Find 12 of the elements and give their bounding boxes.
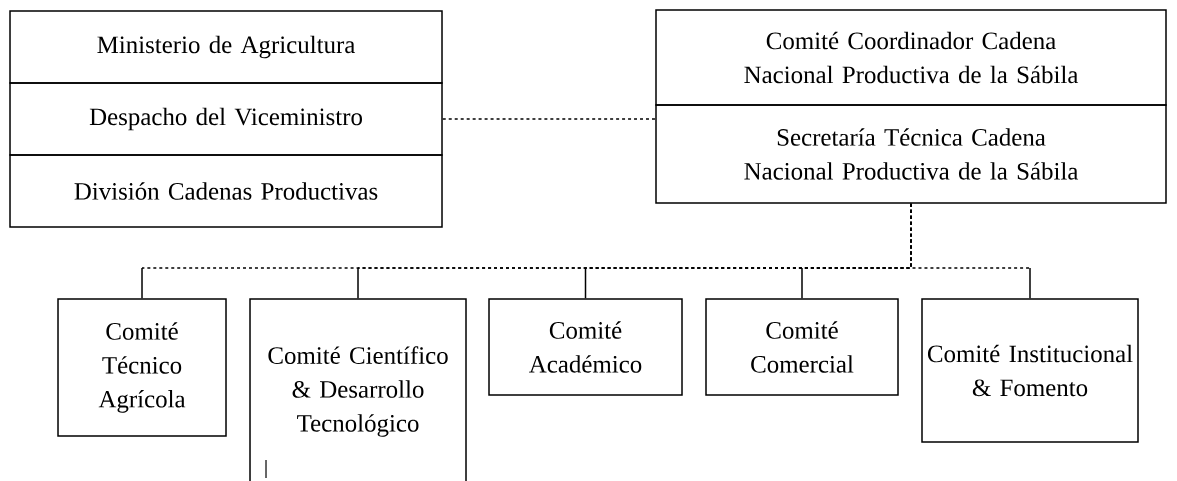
committee-box: Comité Técnico Agrícola bbox=[57, 298, 227, 437]
org-box: Comité Coordinador Cadena Nacional Productiva de la Sábila bbox=[655, 9, 1167, 106]
committee-box: Comité Comercial bbox=[705, 298, 899, 396]
connector-line bbox=[910, 203, 1031, 299]
org-box: Ministerio de Agricultura bbox=[9, 10, 443, 84]
committee-box: Comité Científico & Desarrollo Tecnológico bbox=[249, 298, 467, 481]
org-box: Despacho del Viceministro bbox=[9, 82, 443, 156]
connector-line bbox=[442, 118, 656, 120]
org-box: Secretaría Técnica Cadena Nacional Productiva de la Sábila bbox=[655, 104, 1167, 204]
committee-box: Comité Académico bbox=[488, 298, 683, 396]
committee-box: Comité Institucional & Fomento bbox=[921, 298, 1139, 443]
org-box: División Cadenas Productivas bbox=[9, 154, 443, 228]
